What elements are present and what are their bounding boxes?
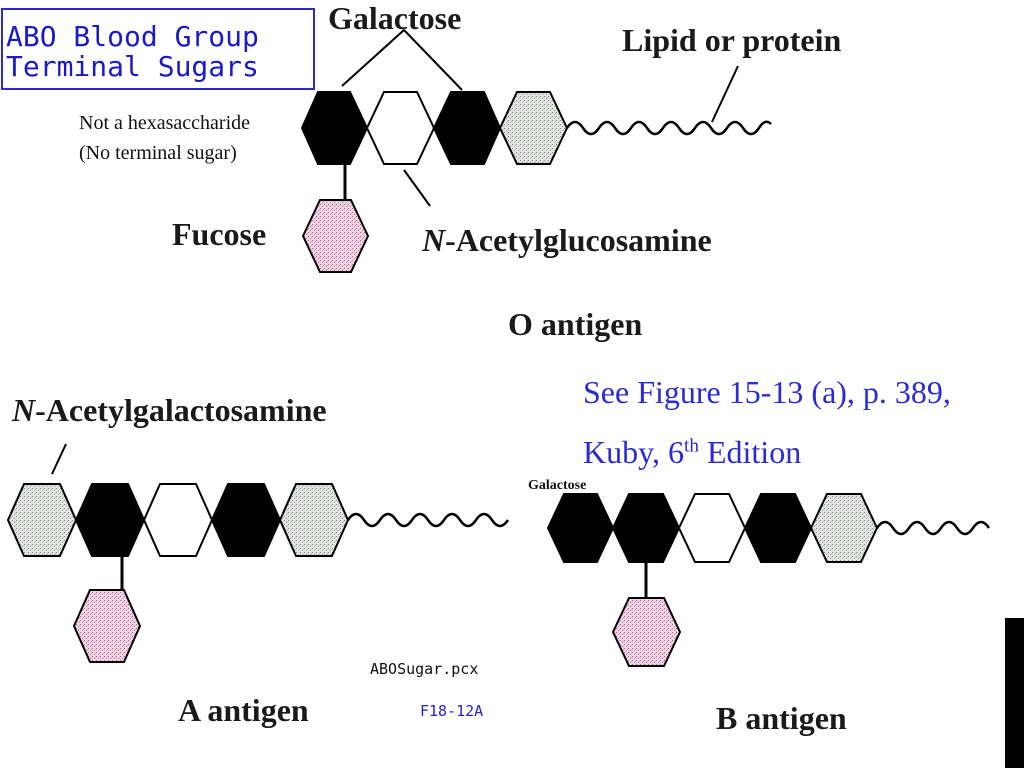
a-glcnac bbox=[142, 483, 214, 557]
o-glcnac bbox=[365, 91, 436, 165]
a-galnac-terminal bbox=[6, 483, 78, 557]
o-galactose-pointer-1 bbox=[341, 29, 405, 87]
title-box: ABO Blood Group Terminal Sugars bbox=[1, 8, 315, 90]
reference-line-2: Kuby, 6th Edition bbox=[583, 434, 801, 471]
o-fucose-label: Fucose bbox=[172, 216, 267, 252]
a-galnac-label: N-Acetylgalactosamine bbox=[12, 392, 327, 429]
b-fucose bbox=[611, 597, 682, 667]
a-fucose bbox=[72, 589, 142, 663]
o-antigen-name: O antigen bbox=[508, 306, 643, 342]
o-glucose-core bbox=[498, 91, 569, 165]
reference-edition-end: Edition bbox=[698, 434, 802, 470]
o-glcnac-text: -Acetylglucosamine bbox=[445, 222, 712, 258]
o-lipid-tail bbox=[565, 120, 772, 136]
o-glcnac-pointer bbox=[403, 169, 431, 207]
o-galactose-label: Galactose bbox=[328, 0, 462, 36]
o-lipid-label: Lipid or protein bbox=[622, 22, 842, 58]
a-galnac-prefix: N bbox=[12, 392, 36, 428]
o-note-line-2: (No terminal sugar) bbox=[79, 142, 237, 164]
a-antigen-name: A antigen bbox=[178, 692, 309, 728]
file-name: ABOSugar.pcx bbox=[370, 660, 479, 678]
o-antigen-chain bbox=[300, 29, 772, 273]
edge-bar bbox=[1005, 618, 1024, 768]
b-antigen-name: B antigen bbox=[716, 700, 847, 736]
b-lipid-tail bbox=[875, 520, 991, 536]
b-glucose-core bbox=[809, 493, 879, 563]
o-lipid-pointer bbox=[711, 65, 739, 123]
title-line-2: Terminal Sugars bbox=[6, 50, 259, 83]
reference-edition-main: Kuby, 6 bbox=[583, 434, 685, 470]
b-galactose bbox=[743, 493, 813, 563]
a-galactose bbox=[210, 483, 282, 557]
b-antigen-chain bbox=[546, 493, 991, 667]
a-antigen-chain bbox=[6, 443, 510, 663]
reference-edition-sup: th bbox=[684, 435, 699, 457]
title-line-1: ABO Blood Group bbox=[6, 20, 259, 53]
o-galactose-terminal bbox=[300, 91, 369, 165]
a-galactose-terminal bbox=[74, 483, 146, 557]
reference-line-1: See Figure 15-13 (a), p. 389, bbox=[583, 374, 951, 410]
b-glcnac bbox=[677, 493, 747, 563]
a-galnac-text: -Acetylgalactosamine bbox=[35, 392, 327, 428]
o-note-line-1: Not a hexasaccharide bbox=[79, 112, 251, 134]
figure-code: F18-12A bbox=[420, 702, 484, 720]
o-glcnac-label: N-Acetylglucosamine bbox=[422, 222, 712, 259]
o-fucose bbox=[301, 199, 370, 273]
b-galactose-label: Galactose bbox=[528, 478, 587, 493]
a-galnac-pointer bbox=[51, 443, 67, 475]
b-galactose-2 bbox=[611, 493, 681, 563]
o-glcnac-prefix: N bbox=[422, 222, 446, 258]
a-glucose-core bbox=[278, 483, 350, 557]
o-galactose-pointer-2 bbox=[403, 29, 463, 91]
o-galactose bbox=[432, 91, 502, 165]
a-lipid-tail bbox=[346, 512, 510, 528]
b-galactose-terminal bbox=[546, 493, 615, 563]
